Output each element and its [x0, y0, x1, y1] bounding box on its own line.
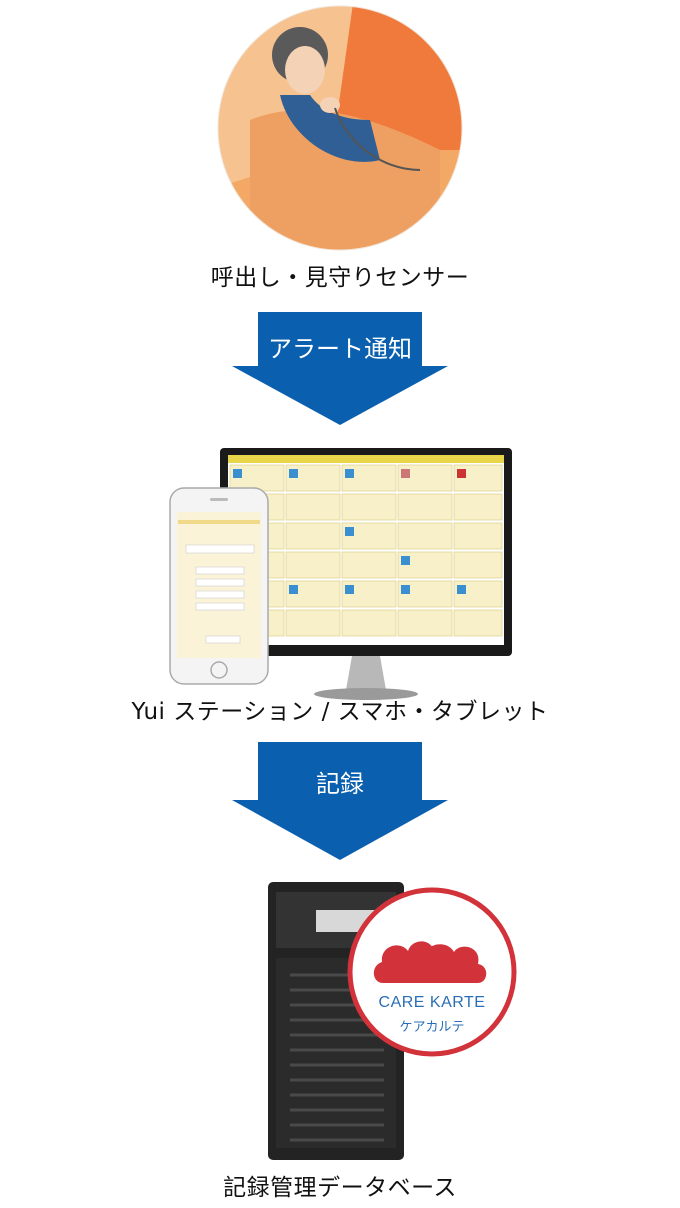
logo-subtitle: ケアカルテ — [399, 1020, 465, 1035]
care-karte-logo — [347, 887, 517, 1057]
step-label-station: Yui ステーション / スマホ・タブレット — [131, 699, 549, 725]
logo-title: CARE KARTE — [378, 994, 486, 1011]
smartphone-illustration — [169, 487, 269, 685]
step-label-sensor: 呼出し・見守りセンサー — [210, 265, 470, 291]
arrow-record — [232, 742, 448, 860]
arrow-alert — [232, 312, 448, 425]
arrow-label-record: 記録 — [316, 770, 364, 798]
cloud-icon — [373, 941, 487, 983]
step-label-database: 記録管理データベース — [223, 1175, 457, 1201]
patient-illustration — [218, 6, 462, 250]
monitor-illustration — [220, 448, 512, 700]
arrow-label-alert: アラート通知 — [268, 335, 412, 363]
